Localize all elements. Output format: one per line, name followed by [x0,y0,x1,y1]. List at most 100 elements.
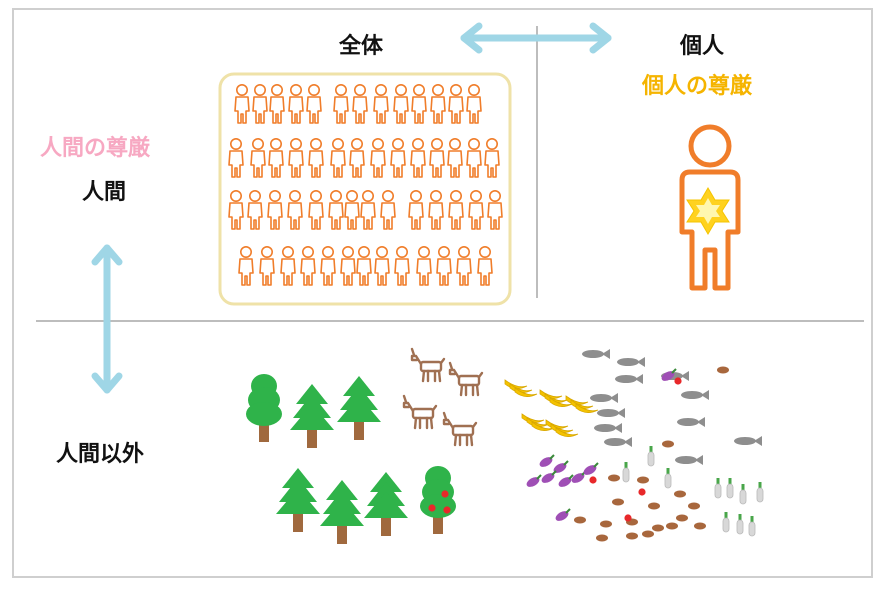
vegetable-field [526,366,764,542]
apple-icon [674,377,682,385]
tree-icon [246,374,282,442]
deer-icon [442,411,478,447]
fish-icon [734,436,762,446]
person-outline-icon [447,138,463,178]
eggplant-icon [553,460,569,473]
person-outline-icon [340,246,356,286]
person-outline-icon [352,84,368,124]
fish-icon [582,349,610,359]
person-outline-icon [477,246,493,286]
potato-icon [626,532,638,540]
person-outline-icon [394,246,410,286]
person-outline-icon [429,138,445,178]
fish-icon [617,357,645,367]
apple-icon [589,476,597,484]
person-outline-icon [466,138,482,178]
apple-tree-icon [420,466,456,534]
radish-icon [622,462,630,483]
person-outline-icon [268,138,284,178]
banana-icon [545,419,579,437]
person-outline-icon [306,84,322,124]
person-outline-icon [456,246,472,286]
potato-icon [600,520,612,528]
person-outline-icon [344,190,360,230]
potato-icon [637,476,649,484]
radish-icon [722,512,730,533]
apple-icon [441,490,449,498]
person-outline-icon [300,246,316,286]
label-human: 人間 [82,180,127,205]
fish-icon [615,374,643,384]
tree-icon [337,376,381,440]
person-with-star-icon [679,124,741,291]
potato-icon [694,522,706,530]
potato-icon [574,516,586,524]
person-outline-icon [410,138,426,178]
eggplant-icon [583,462,599,475]
tree-icon [320,480,364,544]
tree-icon [290,384,334,448]
radish-icon [647,446,655,467]
radish-icon [756,482,764,503]
person-outline-icon [356,246,372,286]
potato-icon [652,524,664,532]
potato-icon [688,502,700,510]
person-outline-icon [287,190,303,230]
person-outline-icon [288,84,304,124]
eggplant-icon [539,454,555,467]
fish-icon [677,417,705,427]
eggplant-icon [526,474,542,487]
person-outline-icon [267,190,283,230]
person-outline-icon [374,246,390,286]
fish-group [582,349,762,465]
banana-icon [504,379,538,397]
person-outline-icon [430,84,446,124]
fish-icon [604,437,632,447]
person-outline-icon [259,246,275,286]
fish-icon [681,390,709,400]
radish-icon [748,516,756,537]
person-outline-icon [436,246,452,286]
person-outline-icon [234,84,250,124]
person-outline-icon [411,84,427,124]
banana-icon [565,395,599,413]
label-individual-dignity: 個人の尊厳 [642,74,753,99]
tree-icon [276,468,320,532]
person-outline-icon [390,138,406,178]
person-outline-icon [320,246,336,286]
eggplant-icon [661,368,677,381]
radish-icon [664,468,672,489]
potato-icon [642,530,654,538]
deer-icon [448,361,484,397]
radish-icon [736,514,744,535]
eggplant-icon [558,474,574,487]
person-outline-icon [373,84,389,124]
apple-icon [443,506,451,514]
person-outline-icon [308,190,324,230]
person-outline-icon [247,190,263,230]
eggplant-icon [541,470,557,483]
label-whole: 全体 [339,34,384,59]
double-arrow-vertical-icon [91,244,123,394]
potato-icon [612,498,624,506]
potato-icon [717,366,729,374]
person-outline-icon [484,138,500,178]
person-outline-icon [448,84,464,124]
person-outline-icon [416,246,432,286]
person-outline-icon [308,138,324,178]
deer-group [402,347,484,447]
person-outline-icon [393,84,409,124]
person-outline-icon [228,190,244,230]
label-individual: 個人 [680,34,725,59]
person-outline-icon [380,190,396,230]
banana-icon [539,389,573,407]
person-outline-icon [330,138,346,178]
deer-icon [402,394,438,430]
person-outline-icon [280,246,296,286]
potato-icon [662,440,674,448]
person-outline-icon [466,84,482,124]
person-outline-icon [333,84,349,124]
radish-icon [726,478,734,499]
person-outline-icon [250,138,266,178]
